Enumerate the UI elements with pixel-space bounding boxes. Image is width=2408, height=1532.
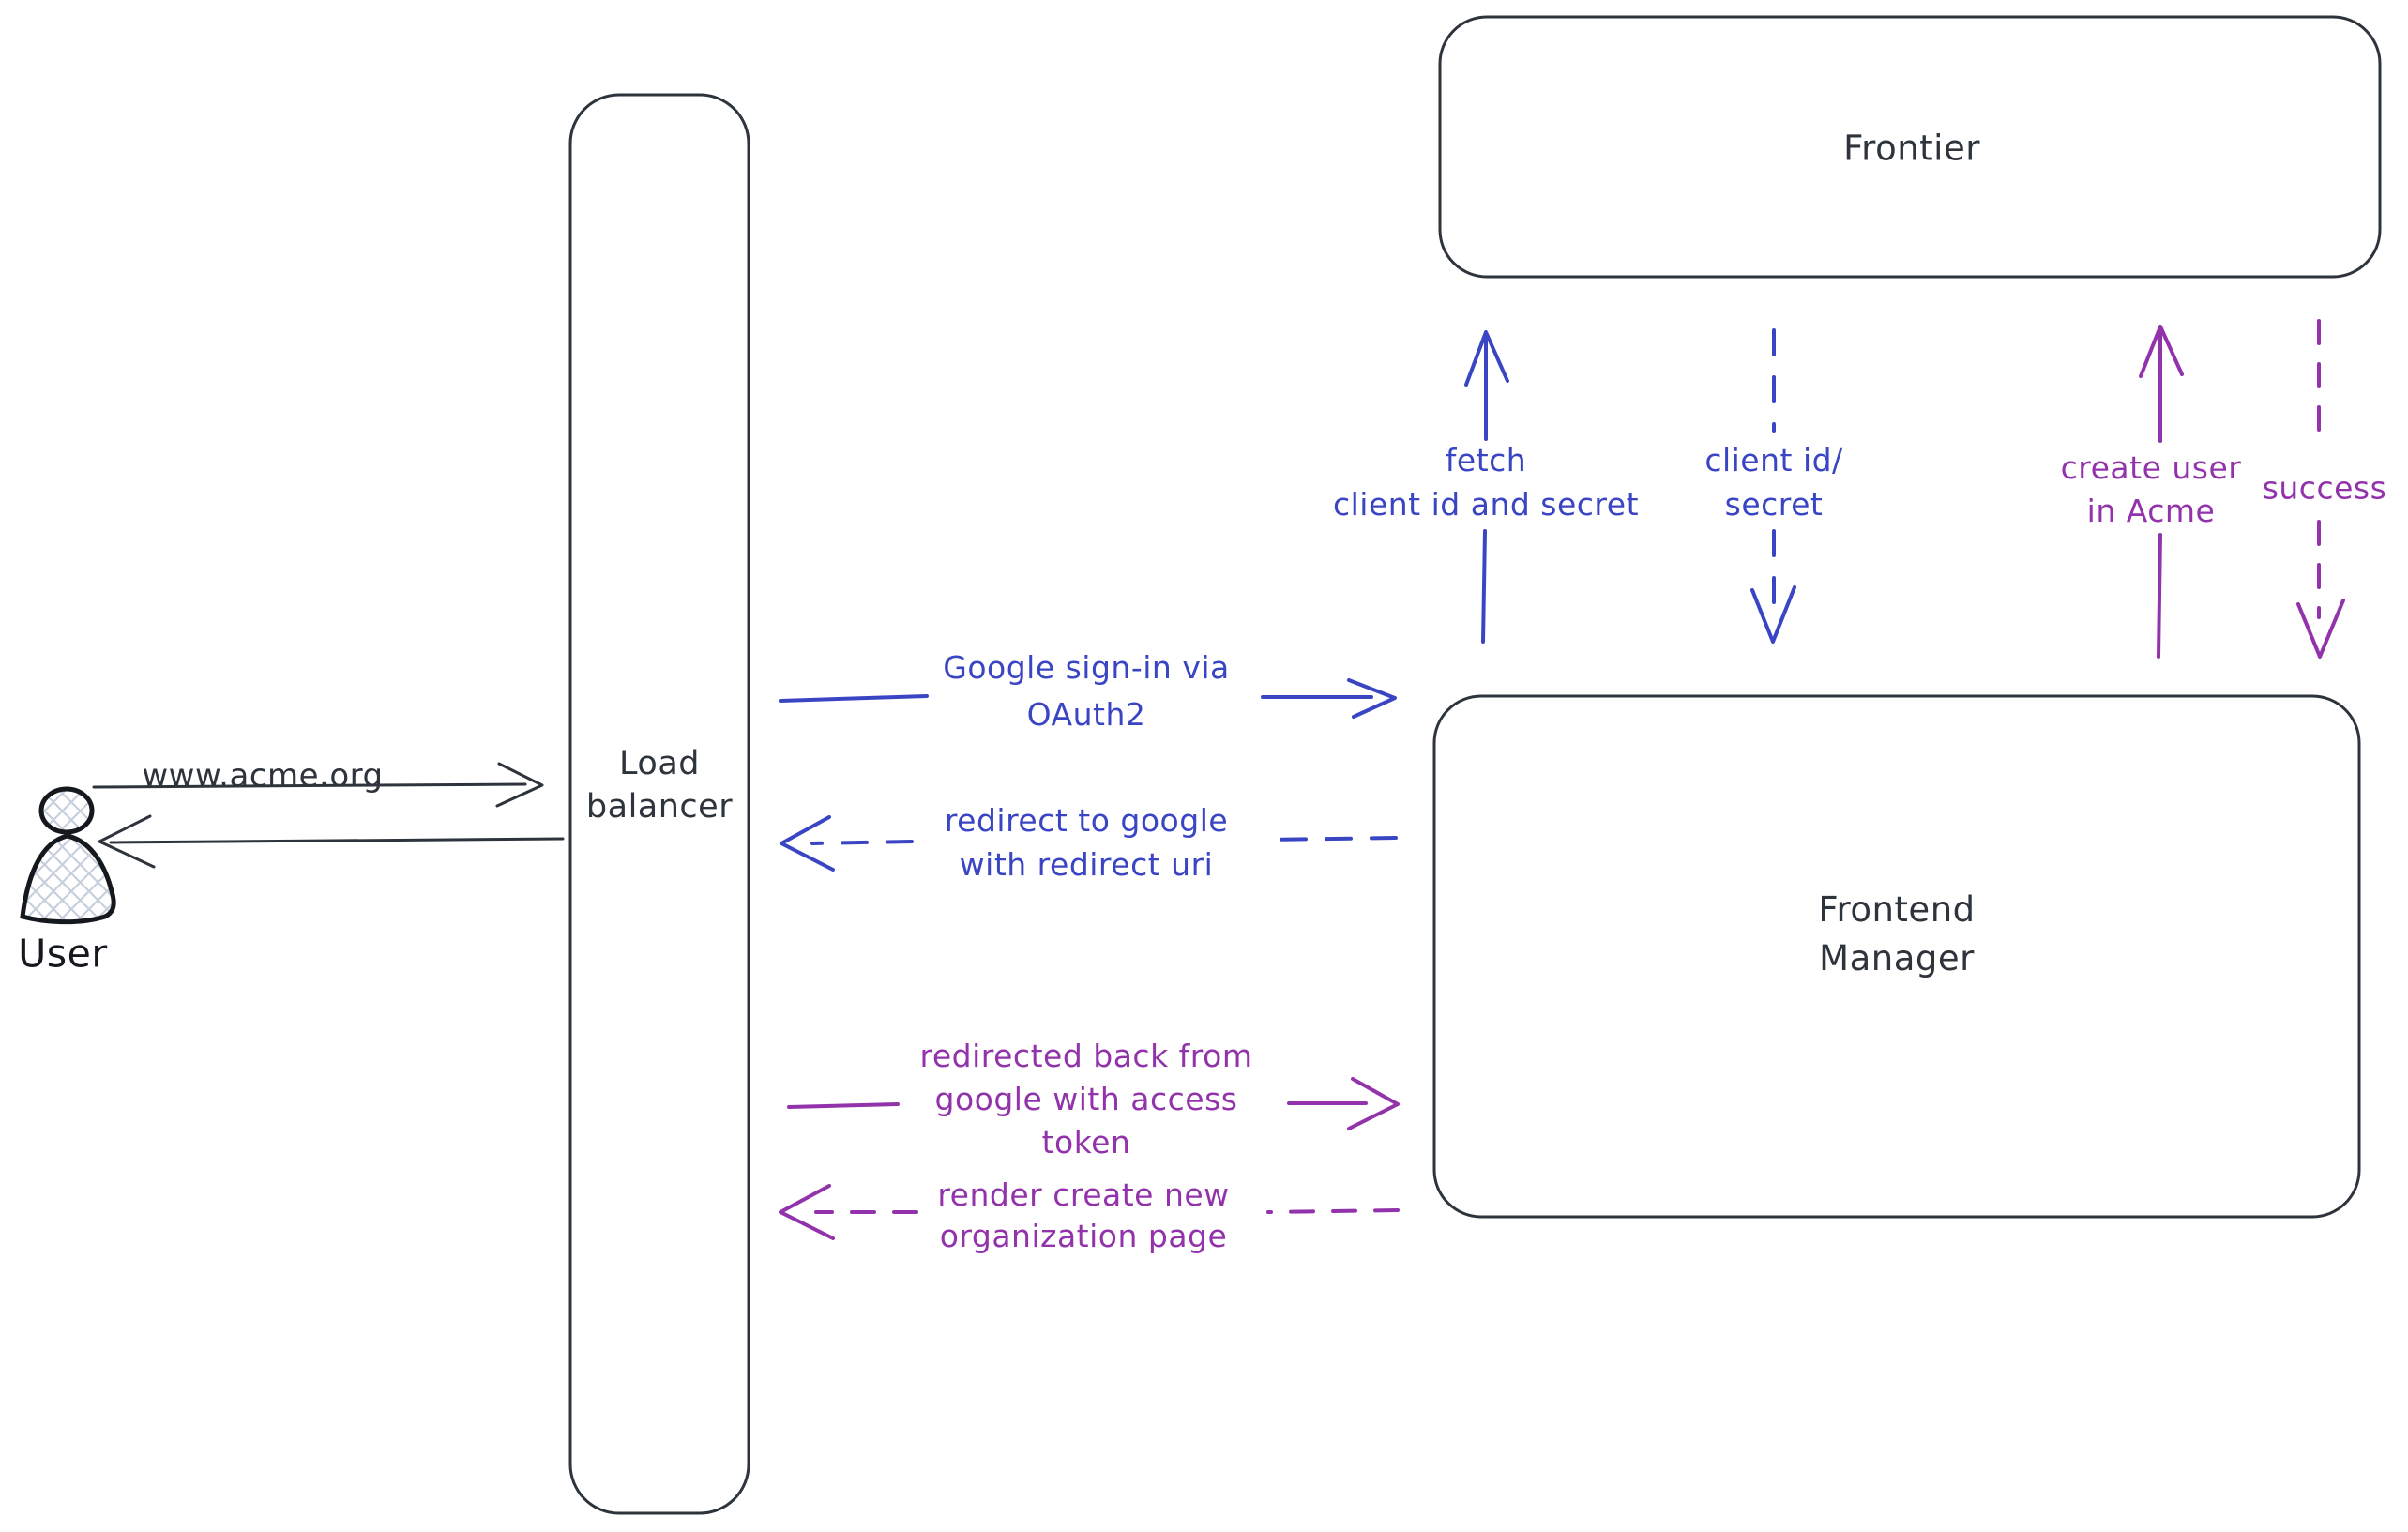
arrow-redirected-back	[787, 1077, 1400, 1130]
arrowhead-left-icon	[98, 814, 156, 869]
edge-label-www-acme: www.acme.org	[142, 757, 384, 795]
edge-label-create-user-line2: in Acme	[2086, 493, 2216, 529]
edge-label-client-id-secret-line1: client id/	[1704, 442, 1843, 478]
arrowhead-left-icon	[779, 1184, 835, 1240]
frontend-manager-label: Frontend Manager	[1818, 886, 1975, 983]
frontier-box	[1438, 15, 2382, 279]
edge-label-client-id-secret: client id/ secret	[1704, 438, 1842, 526]
edge-label-create-user: create user in Acme	[2061, 447, 2242, 533]
arrow-google-signin	[779, 678, 1397, 719]
edge-label-redirected-back: redirected back from google with access …	[920, 1035, 1253, 1164]
edge-label-google-signin-line2: OAuth2	[1026, 696, 1146, 733]
edge-label-client-id-secret-line2: secret	[1724, 486, 1824, 523]
frontier-label: Frontier	[1843, 128, 1980, 169]
arrow-loadbalancer-to-user	[98, 814, 565, 869]
arrowhead-down-icon	[1750, 585, 1796, 644]
edge-label-success: success	[2262, 469, 2387, 507]
edge-label-redirected-back-line2: google with access	[934, 1081, 1238, 1117]
arrow-redirect-to-google	[780, 815, 1398, 872]
edge-label-fetch-client-id-line2: client id and secret	[1332, 486, 1640, 523]
arrow-client-id-secret	[1750, 328, 1796, 644]
load-balancer-box	[568, 93, 750, 1515]
edge-label-create-user-line1: create user	[2060, 449, 2242, 486]
edge-label-redirect-google-line2: with redirect uri	[959, 846, 1214, 883]
arrow-success	[2296, 319, 2345, 659]
load-balancer-label: Load balancer	[586, 742, 733, 828]
user-figure	[20, 786, 116, 925]
arrow-user-to-loadbalancer	[92, 762, 544, 808]
frontend-manager-box	[1432, 694, 2361, 1219]
arrowhead-right-icon	[1347, 678, 1397, 719]
edge-label-redirected-back-line1: redirected back from	[919, 1038, 1253, 1074]
edge-label-redirect-google: redirect to google with redirect uri	[945, 798, 1228, 887]
arrow-render-create-org	[779, 1184, 1400, 1240]
arrow-create-user	[2139, 325, 2184, 659]
edge-label-fetch-client-id-line1: fetch	[1445, 442, 1527, 478]
edge-label-google-signin-line1: Google sign-in via	[943, 649, 1230, 686]
arrowhead-right-icon	[1347, 1077, 1400, 1130]
load-balancer-label-line1: Load	[619, 745, 700, 782]
edge-label-redirected-back-line3: token	[1041, 1124, 1131, 1160]
edge-label-fetch-client-id: fetch client id and secret	[1333, 438, 1639, 526]
user-label: User	[18, 931, 108, 977]
arrow-fetch-client-id	[1464, 330, 1509, 644]
load-balancer-label-line2: balancer	[585, 788, 734, 826]
edge-label-redirect-google-line1: redirect to google	[944, 802, 1229, 839]
frontend-manager-label-line2: Manager	[1819, 938, 1975, 978]
arrowhead-up-icon	[2139, 325, 2184, 378]
edge-label-google-signin: Google sign-in via OAuth2	[943, 645, 1229, 738]
edge-label-render-org-line1: render create new	[937, 1176, 1230, 1213]
arrowhead-up-icon	[1464, 330, 1509, 387]
arrowhead-right-icon	[495, 762, 544, 808]
frontend-manager-label-line1: Frontend	[1818, 889, 1976, 930]
arrowhead-left-icon	[780, 815, 835, 872]
user-head	[38, 786, 95, 835]
edge-label-render-org: render create new organization page	[937, 1175, 1229, 1257]
arrowhead-down-icon	[2296, 599, 2345, 659]
user-body	[20, 833, 116, 925]
edge-label-render-org-line2: organization page	[939, 1218, 1228, 1254]
